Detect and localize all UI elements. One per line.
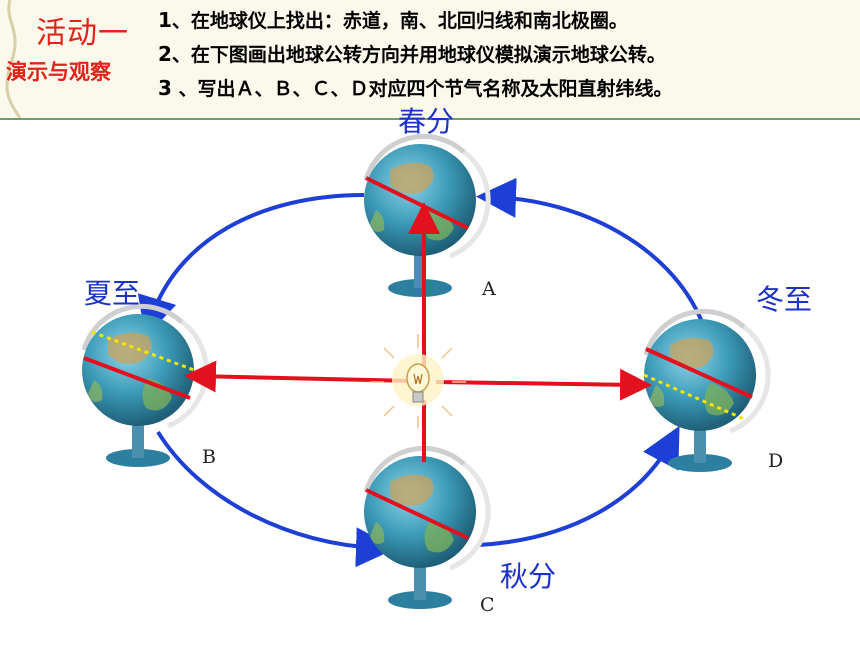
direct-sun-latitude-line — [643, 373, 745, 421]
label-spring-equinox: 春分 — [398, 105, 455, 138]
ray-to-d — [435, 368, 652, 401]
decorative-curl — [5, 0, 22, 118]
equator-line — [645, 347, 753, 399]
ray-to-b — [184, 360, 413, 393]
label-winter-solstice: 冬至 — [756, 283, 813, 316]
orbit-arc-d-to-a — [476, 177, 704, 323]
sun-bulb-icon — [370, 334, 466, 428]
position-label-b: B — [202, 446, 216, 468]
label-autumn-equinox: 秋分 — [500, 560, 557, 593]
orbit-arc-c-to-d — [477, 425, 680, 547]
orbit-arc-a-to-b — [137, 193, 365, 338]
task-3: 3 、写出Ａ、Ｂ、Ｃ、Ｄ对应四个节气名称及太阳直射纬线。 — [158, 76, 673, 100]
globe-c — [364, 448, 488, 609]
activity-subtitle: 演示与观察 — [6, 60, 111, 84]
direct-sun-latitude-line — [91, 330, 195, 372]
label-summer-solstice: 夏至 — [84, 277, 141, 310]
globe-d — [644, 311, 768, 472]
globe-a — [364, 136, 488, 297]
header: 活动一 演示与观察 1、在地球仪上找出：赤道，南、北回归线和南北极圈。 2、在下… — [0, 0, 860, 118]
orbit-arc-b-to-c — [156, 430, 396, 568]
activity-title: 活动一 — [36, 16, 129, 51]
equator-line — [365, 488, 469, 540]
position-label-d: D — [768, 450, 784, 472]
equator-line — [83, 356, 191, 400]
task-2: 2、在下图画出地球公转方向并用地球仪模拟演示地球公转。 — [158, 42, 666, 66]
task-1: 1、在地球仪上找出：赤道，南、北回归线和南北极圈。 — [158, 8, 628, 32]
position-label-c: C — [480, 594, 495, 616]
position-label-a: A — [482, 278, 496, 300]
globe-b — [82, 306, 206, 467]
